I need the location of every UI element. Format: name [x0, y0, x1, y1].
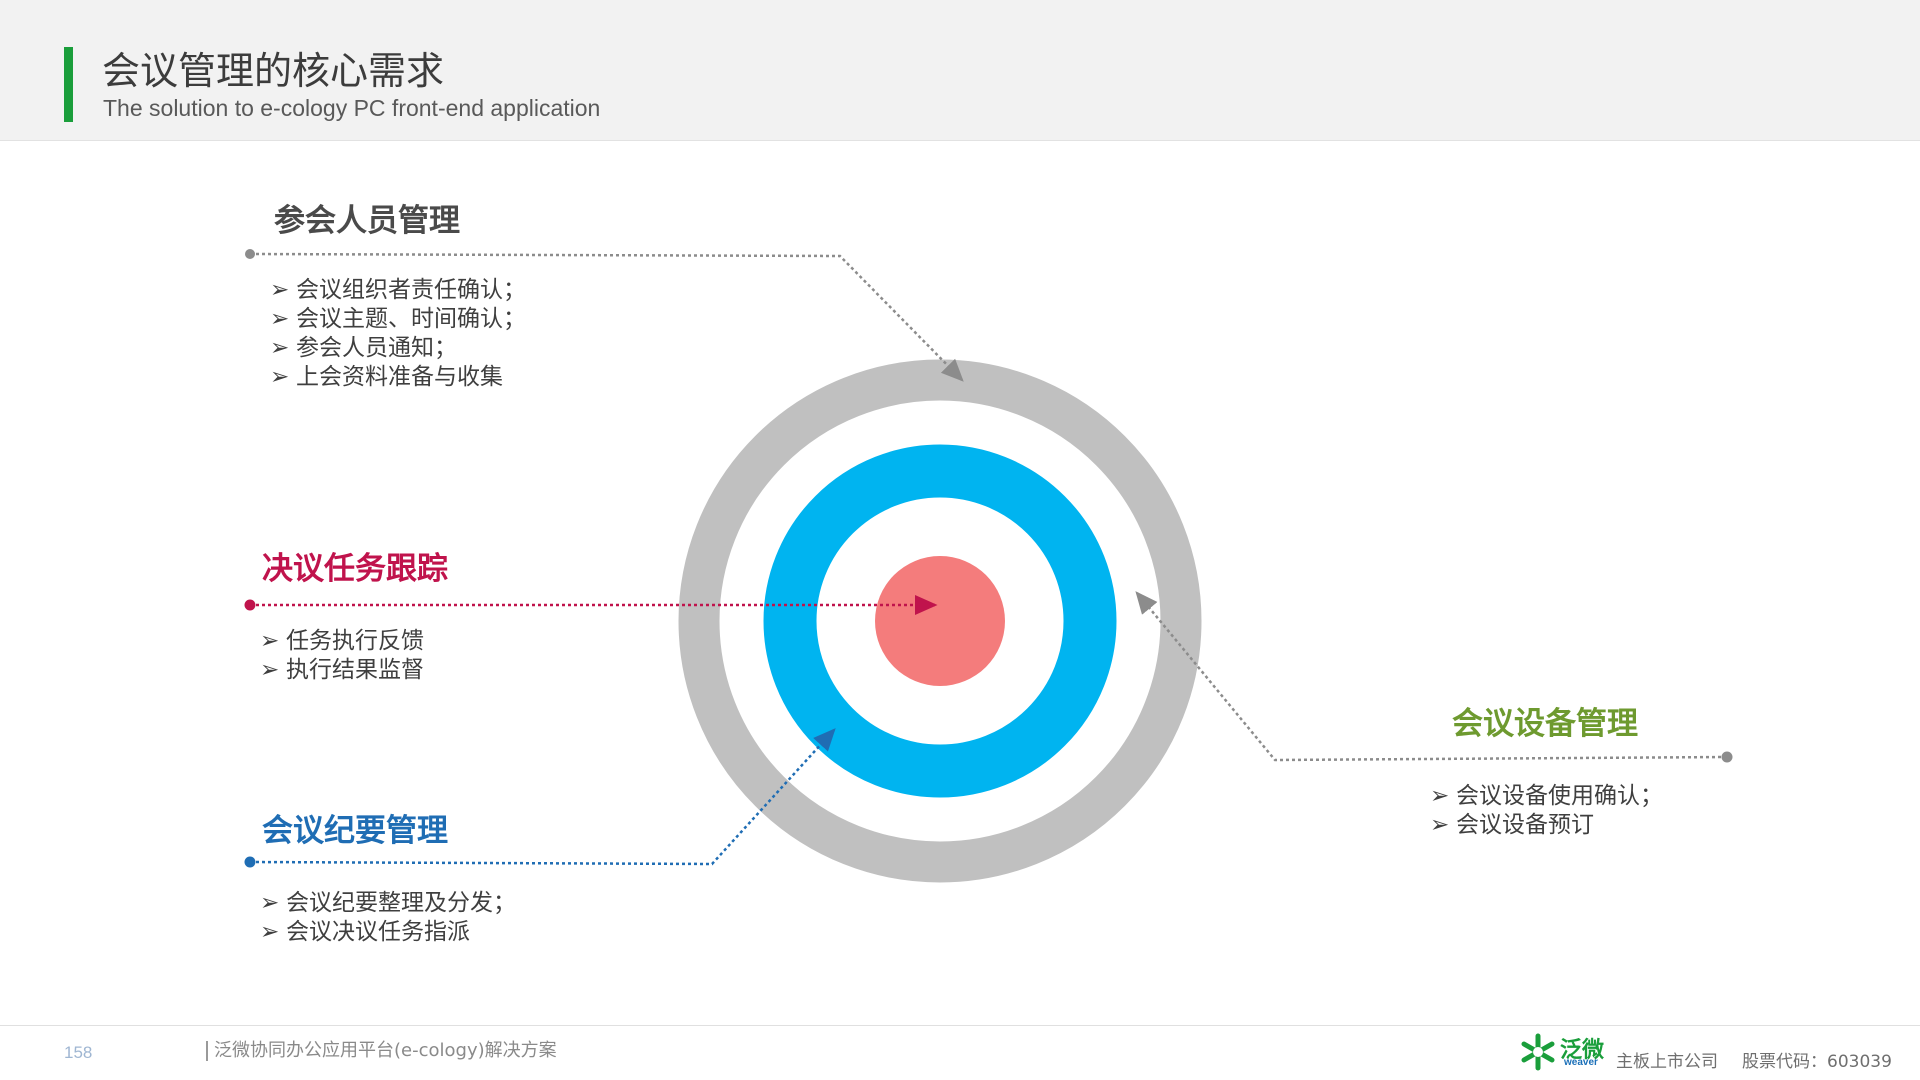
attendees-connector-line	[249, 252, 964, 382]
bullet-arrow-icon: ➢	[1430, 812, 1450, 838]
bullet-arrow-icon: ➢	[270, 277, 290, 303]
list-item: ➢会议设备预订	[1430, 812, 1594, 838]
outer-ring	[678, 359, 1202, 883]
stock-code: 股票代码：603039	[1742, 1052, 1892, 1072]
page-number: 158	[64, 1043, 93, 1062]
minutes-title: 会议纪要管理	[262, 813, 448, 849]
middle-ring	[763, 444, 1117, 798]
logo-subtext: weaver	[1564, 1057, 1598, 1068]
logo-text: 泛微	[1560, 1038, 1605, 1063]
footer-divider	[0, 1025, 1920, 1026]
page-title: 会议管理的核心需求	[102, 49, 445, 93]
list-item: ➢上会资料准备与收集	[270, 364, 503, 390]
list-item: ➢任务执行反馈	[260, 628, 424, 654]
company-label: 主板上市公司	[1616, 1052, 1718, 1072]
minutes-connector-line	[249, 728, 836, 866]
bullet-arrow-icon: ➢	[1430, 783, 1450, 809]
attendees-title: 参会人员管理	[274, 203, 460, 239]
list-item: ➢会议设备使用确认；	[1430, 783, 1663, 809]
weaver-logo: 泛微 weaver	[1516, 1030, 1604, 1074]
bullet-arrow-icon: ➢	[260, 890, 280, 916]
slide-header: 会议管理的核心需求 The solution to e-cology PC fr…	[0, 0, 1920, 141]
minutes-list: ➢会议纪要整理及分发； ➢会议决议任务指派	[260, 889, 516, 947]
footer-title: 泛微协同办公应用平台(e-cology)解决方案	[206, 1041, 557, 1061]
list-item: ➢会议纪要整理及分发；	[260, 890, 516, 916]
header-accent-bar	[64, 47, 73, 122]
list-item: ➢会议组织者责任确认；	[270, 277, 526, 303]
bullet-arrow-icon: ➢	[270, 335, 290, 361]
equipment-list: ➢会议设备使用确认； ➢会议设备预订	[1430, 782, 1663, 840]
list-item: ➢执行结果监督	[260, 657, 424, 683]
list-item: ➢会议主题、时间确认；	[270, 306, 526, 332]
bullet-arrow-icon: ➢	[260, 657, 280, 683]
resolution-title: 决议任务跟踪	[262, 551, 448, 587]
bullet-arrow-icon: ➢	[260, 919, 280, 945]
bullet-arrow-icon: ➢	[270, 364, 290, 390]
bullseye	[875, 556, 1005, 686]
equipment-connector-line	[1135, 591, 1728, 762]
page-subtitle: The solution to e-cology PC front-end ap…	[103, 95, 601, 121]
equipment-title: 会议设备管理	[1452, 706, 1638, 742]
list-item: ➢会议决议任务指派	[260, 919, 470, 945]
bullet-arrow-icon: ➢	[260, 628, 280, 654]
resolution-list: ➢任务执行反馈 ➢执行结果监督	[260, 627, 424, 685]
bullet-arrow-icon: ➢	[270, 306, 290, 332]
asterisk-logo-icon	[1521, 1033, 1555, 1071]
attendees-list: ➢会议组织者责任确认； ➢会议主题、时间确认； ➢参会人员通知； ➢上会资料准备…	[270, 276, 526, 392]
list-item: ➢参会人员通知；	[270, 335, 457, 361]
